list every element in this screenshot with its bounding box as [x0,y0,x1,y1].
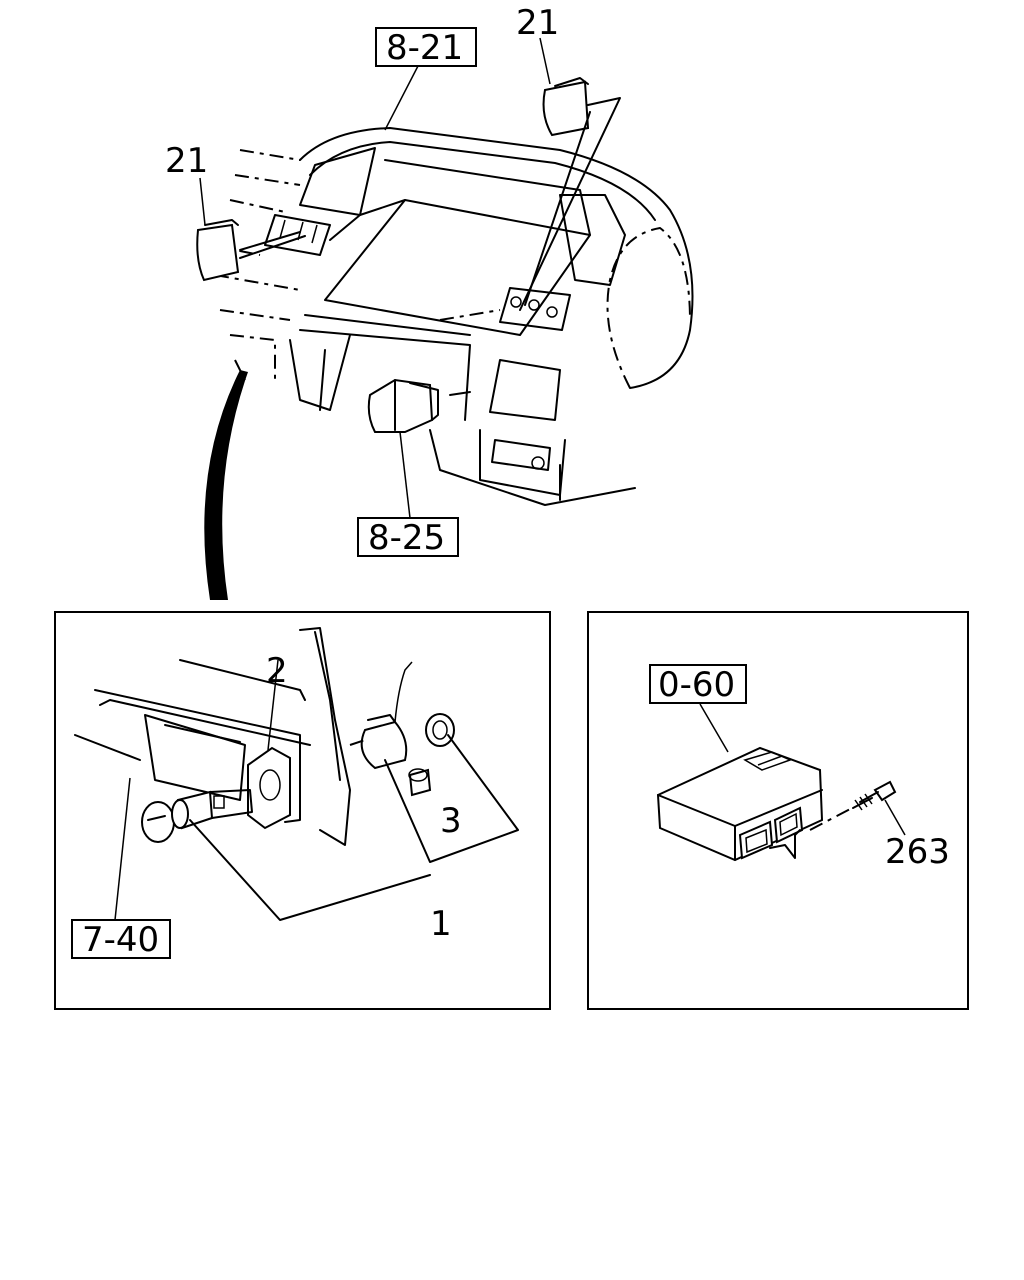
ref-label-instrument-panel: 8-21 [386,28,463,68]
ref-box-instrument-panel [375,27,477,131]
speaker-right [519,37,621,311]
part-number-speaker-left: 21 [165,141,208,181]
ref-label-console: 7-40 [82,920,159,960]
instrument-panel-drawing [209,127,694,506]
speaker-left [196,177,306,282]
ref-label-hazard-switch: 8-25 [368,518,445,558]
part-number-lighter-ring: 2 [266,651,288,691]
ref-box-console [71,919,171,959]
detail-box-lighter [54,611,551,1010]
ref-box-hazard-switch [357,517,459,557]
ref-box-control-unit [649,664,747,704]
ref-label-control-unit: 0-60 [658,665,735,705]
part-number-bolt: 263 [885,832,950,872]
part-number-lighter-assembly: 1 [430,904,452,944]
hazard-switch [367,378,471,519]
control-unit-drawing [656,703,906,862]
part-number-screw: 3 [440,801,462,841]
part-number-speaker-right: 21 [516,3,559,43]
lighter-detail-drawing [74,627,519,921]
detail-callout-arrow [204,370,248,600]
